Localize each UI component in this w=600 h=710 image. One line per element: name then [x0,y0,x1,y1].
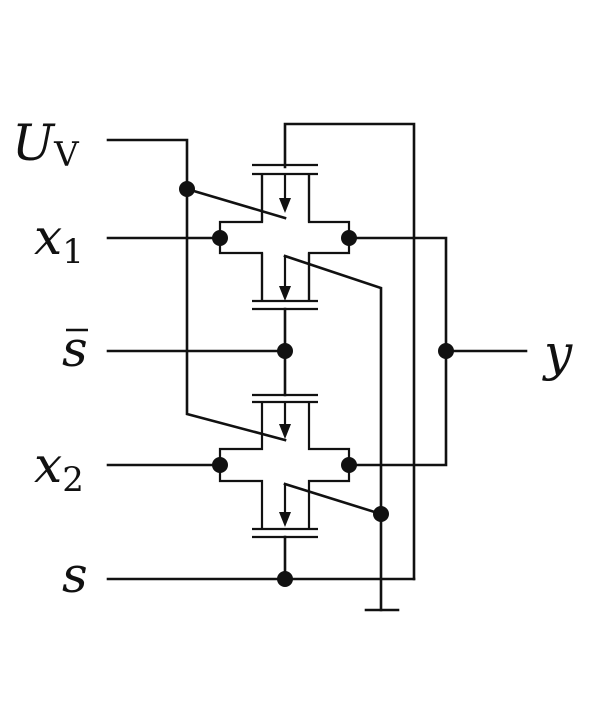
transmission-gate-1 [218,163,351,311]
junction-dot [438,343,454,359]
arrow-icon [279,286,291,301]
wire-ground-gate2 [283,482,383,516]
arrow-icon [279,424,291,439]
junction-dot [212,457,228,473]
transmission-gate-2 [218,393,351,539]
label-uv: UV [12,114,80,175]
junction-dot [373,506,389,522]
junction-dot [212,230,228,246]
arrow-icon [279,512,291,527]
wire-uv-to-gate1 [185,187,287,220]
label-s: s [62,546,88,604]
wire-ground [283,254,383,612]
label-y: y [542,324,573,382]
wire-feedback-loop [283,122,416,581]
wire-x1-out [347,236,448,467]
junction-dot [341,230,357,246]
wire-uv [106,138,287,442]
arrow-icon [279,198,291,213]
junction-dot [179,181,195,197]
junction-dot [341,457,357,473]
label-x1: x1 [34,208,84,272]
junction-dot [277,343,293,359]
label-x2: x2 [34,436,84,500]
junction-dot [277,571,293,587]
